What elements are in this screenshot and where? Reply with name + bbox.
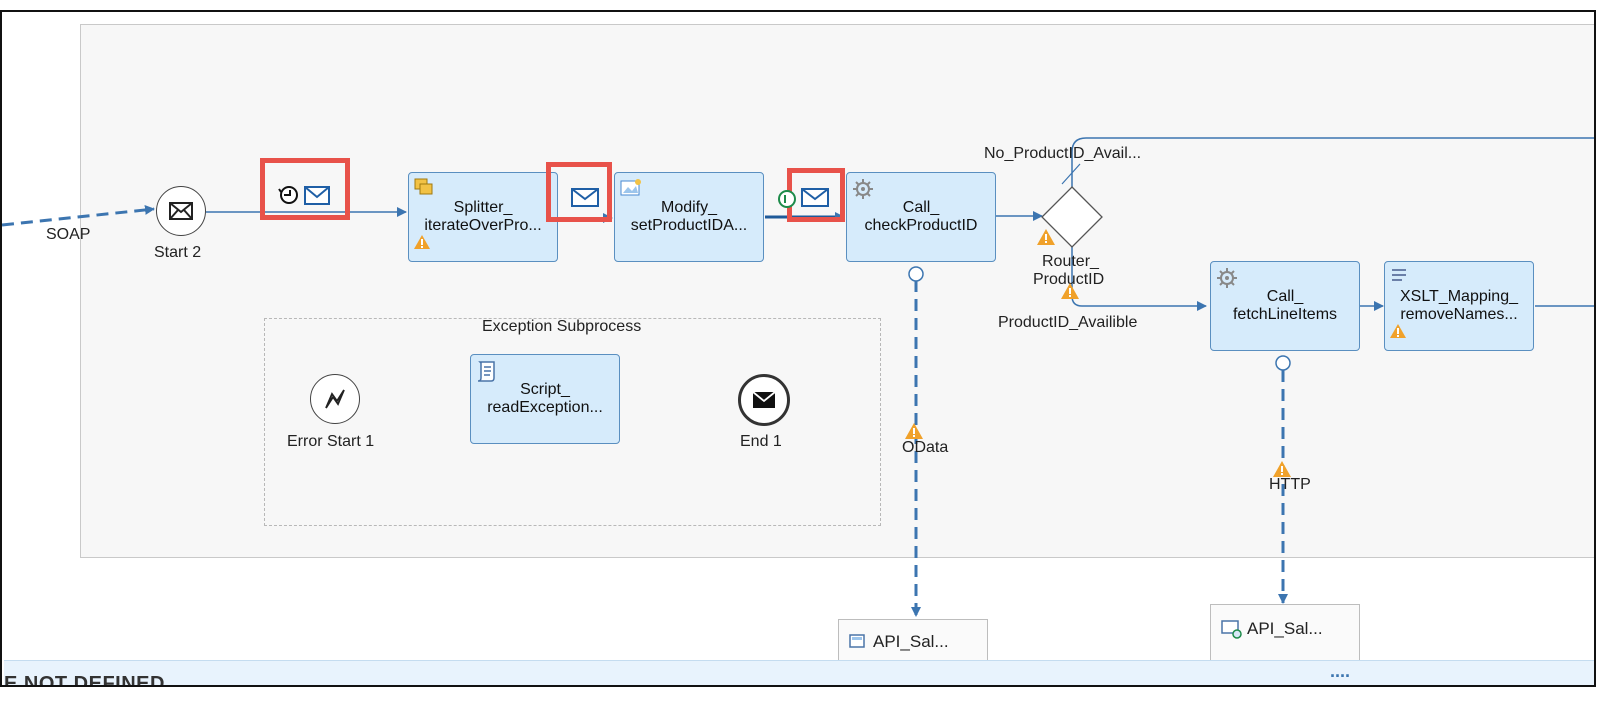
soap-label: SOAP: [46, 226, 91, 243]
flow-router-no-product: [1071, 137, 1594, 188]
modify-title: Modify_: [660, 199, 718, 216]
exception-subprocess-title: Exception Subprocess: [482, 318, 642, 335]
flow-connectors: [2, 137, 1594, 617]
receiver-icon: [1221, 620, 1242, 639]
call-fetch-title: Call_: [1266, 288, 1304, 305]
envelope-icon: [752, 391, 776, 408]
error-start-event[interactable]: [310, 374, 360, 424]
http-port: [1275, 355, 1291, 371]
script-task[interactable]: Script_ readException...: [470, 354, 620, 444]
call-check-title: Call_: [902, 199, 940, 216]
xslt-mapping-task[interactable]: XSLT_Mapping_ removeNames...: [1384, 261, 1534, 351]
xslt-subtitle: removeNames...: [1400, 306, 1518, 323]
receiver-http[interactable]: API_Sal...: [1210, 604, 1360, 664]
script-title: Script_: [520, 381, 570, 398]
start-event-label: Start 2: [154, 244, 202, 261]
product-available-route-label: ProductID_Availible: [998, 314, 1138, 331]
splitter-task[interactable]: Splitter_ iterateOverPro...: [408, 172, 558, 262]
warning-icon: [1060, 282, 1080, 305]
router-title: Router_: [1042, 253, 1099, 270]
envelope-icon[interactable]: [571, 188, 599, 213]
content-modifier-icon: [620, 178, 644, 203]
warning-icon: [1036, 228, 1056, 251]
call-fetch-subtitle: fetchLineItems: [1232, 306, 1338, 323]
mapping-icon: [1390, 267, 1408, 288]
router-gateway: [1041, 186, 1103, 248]
soap-connector: [2, 204, 155, 227]
script-subtitle: readException...: [487, 399, 603, 416]
diagram-canvas[interactable]: Exception Subprocess SOAP Start 2 Splitt…: [0, 10, 1596, 687]
status-text: E NOT DEFINED: [4, 673, 165, 687]
gear-icon: [852, 178, 874, 205]
content-modifier-task[interactable]: Modify_ setProductIDA...: [614, 172, 764, 262]
envelope-icon[interactable]: [801, 188, 829, 213]
splitter-subtitle: iterateOverPro...: [424, 217, 542, 234]
envelope-icon: [169, 202, 193, 220]
timer-icon[interactable]: [278, 184, 300, 211]
error-icon: [325, 389, 345, 409]
xslt-title: XSLT_Mapping_: [1400, 288, 1518, 305]
router-subtitle: ProductID: [1033, 271, 1105, 288]
start-event[interactable]: [156, 186, 206, 236]
script-icon: [476, 360, 498, 387]
drag-handle[interactable]: ....: [1330, 661, 1351, 681]
call-check-subtitle: checkProductID: [864, 217, 978, 234]
gear-icon: [1216, 267, 1238, 294]
receiver-odata-label: API_Sal...: [873, 632, 949, 651]
http-label: HTTP: [1269, 476, 1311, 493]
receiver-http-label: API_Sal...: [1247, 619, 1323, 638]
warning-icon: [413, 234, 431, 255]
envelope-icon[interactable]: [304, 186, 330, 211]
request-reply-fetch-task[interactable]: Call_ fetchLineItems: [1210, 261, 1360, 351]
request-reply-check-task[interactable]: Call_ checkProductID: [846, 172, 996, 262]
highlight-envelope-2: [546, 162, 612, 222]
highlight-timer-envelope: [260, 158, 350, 220]
receiver-icon: [849, 634, 865, 648]
end-event-label: End 1: [740, 433, 782, 450]
green-timer-icon[interactable]: [777, 189, 797, 214]
warning-icon: [904, 422, 924, 445]
warning-icon: [1272, 460, 1292, 483]
warning-icon: [1389, 323, 1407, 344]
splitter-title: Splitter_: [453, 199, 513, 216]
no-product-route-label: No_ProductID_Avail...: [984, 145, 1142, 162]
odata-port: [908, 266, 924, 282]
end-event[interactable]: [738, 374, 790, 426]
odata-label: OData: [902, 439, 949, 456]
splitter-icon: [414, 178, 436, 203]
modify-subtitle: setProductIDA...: [630, 217, 748, 234]
error-start-label: Error Start 1: [287, 433, 375, 450]
status-bar: E NOT DEFINED ....: [4, 660, 1594, 687]
